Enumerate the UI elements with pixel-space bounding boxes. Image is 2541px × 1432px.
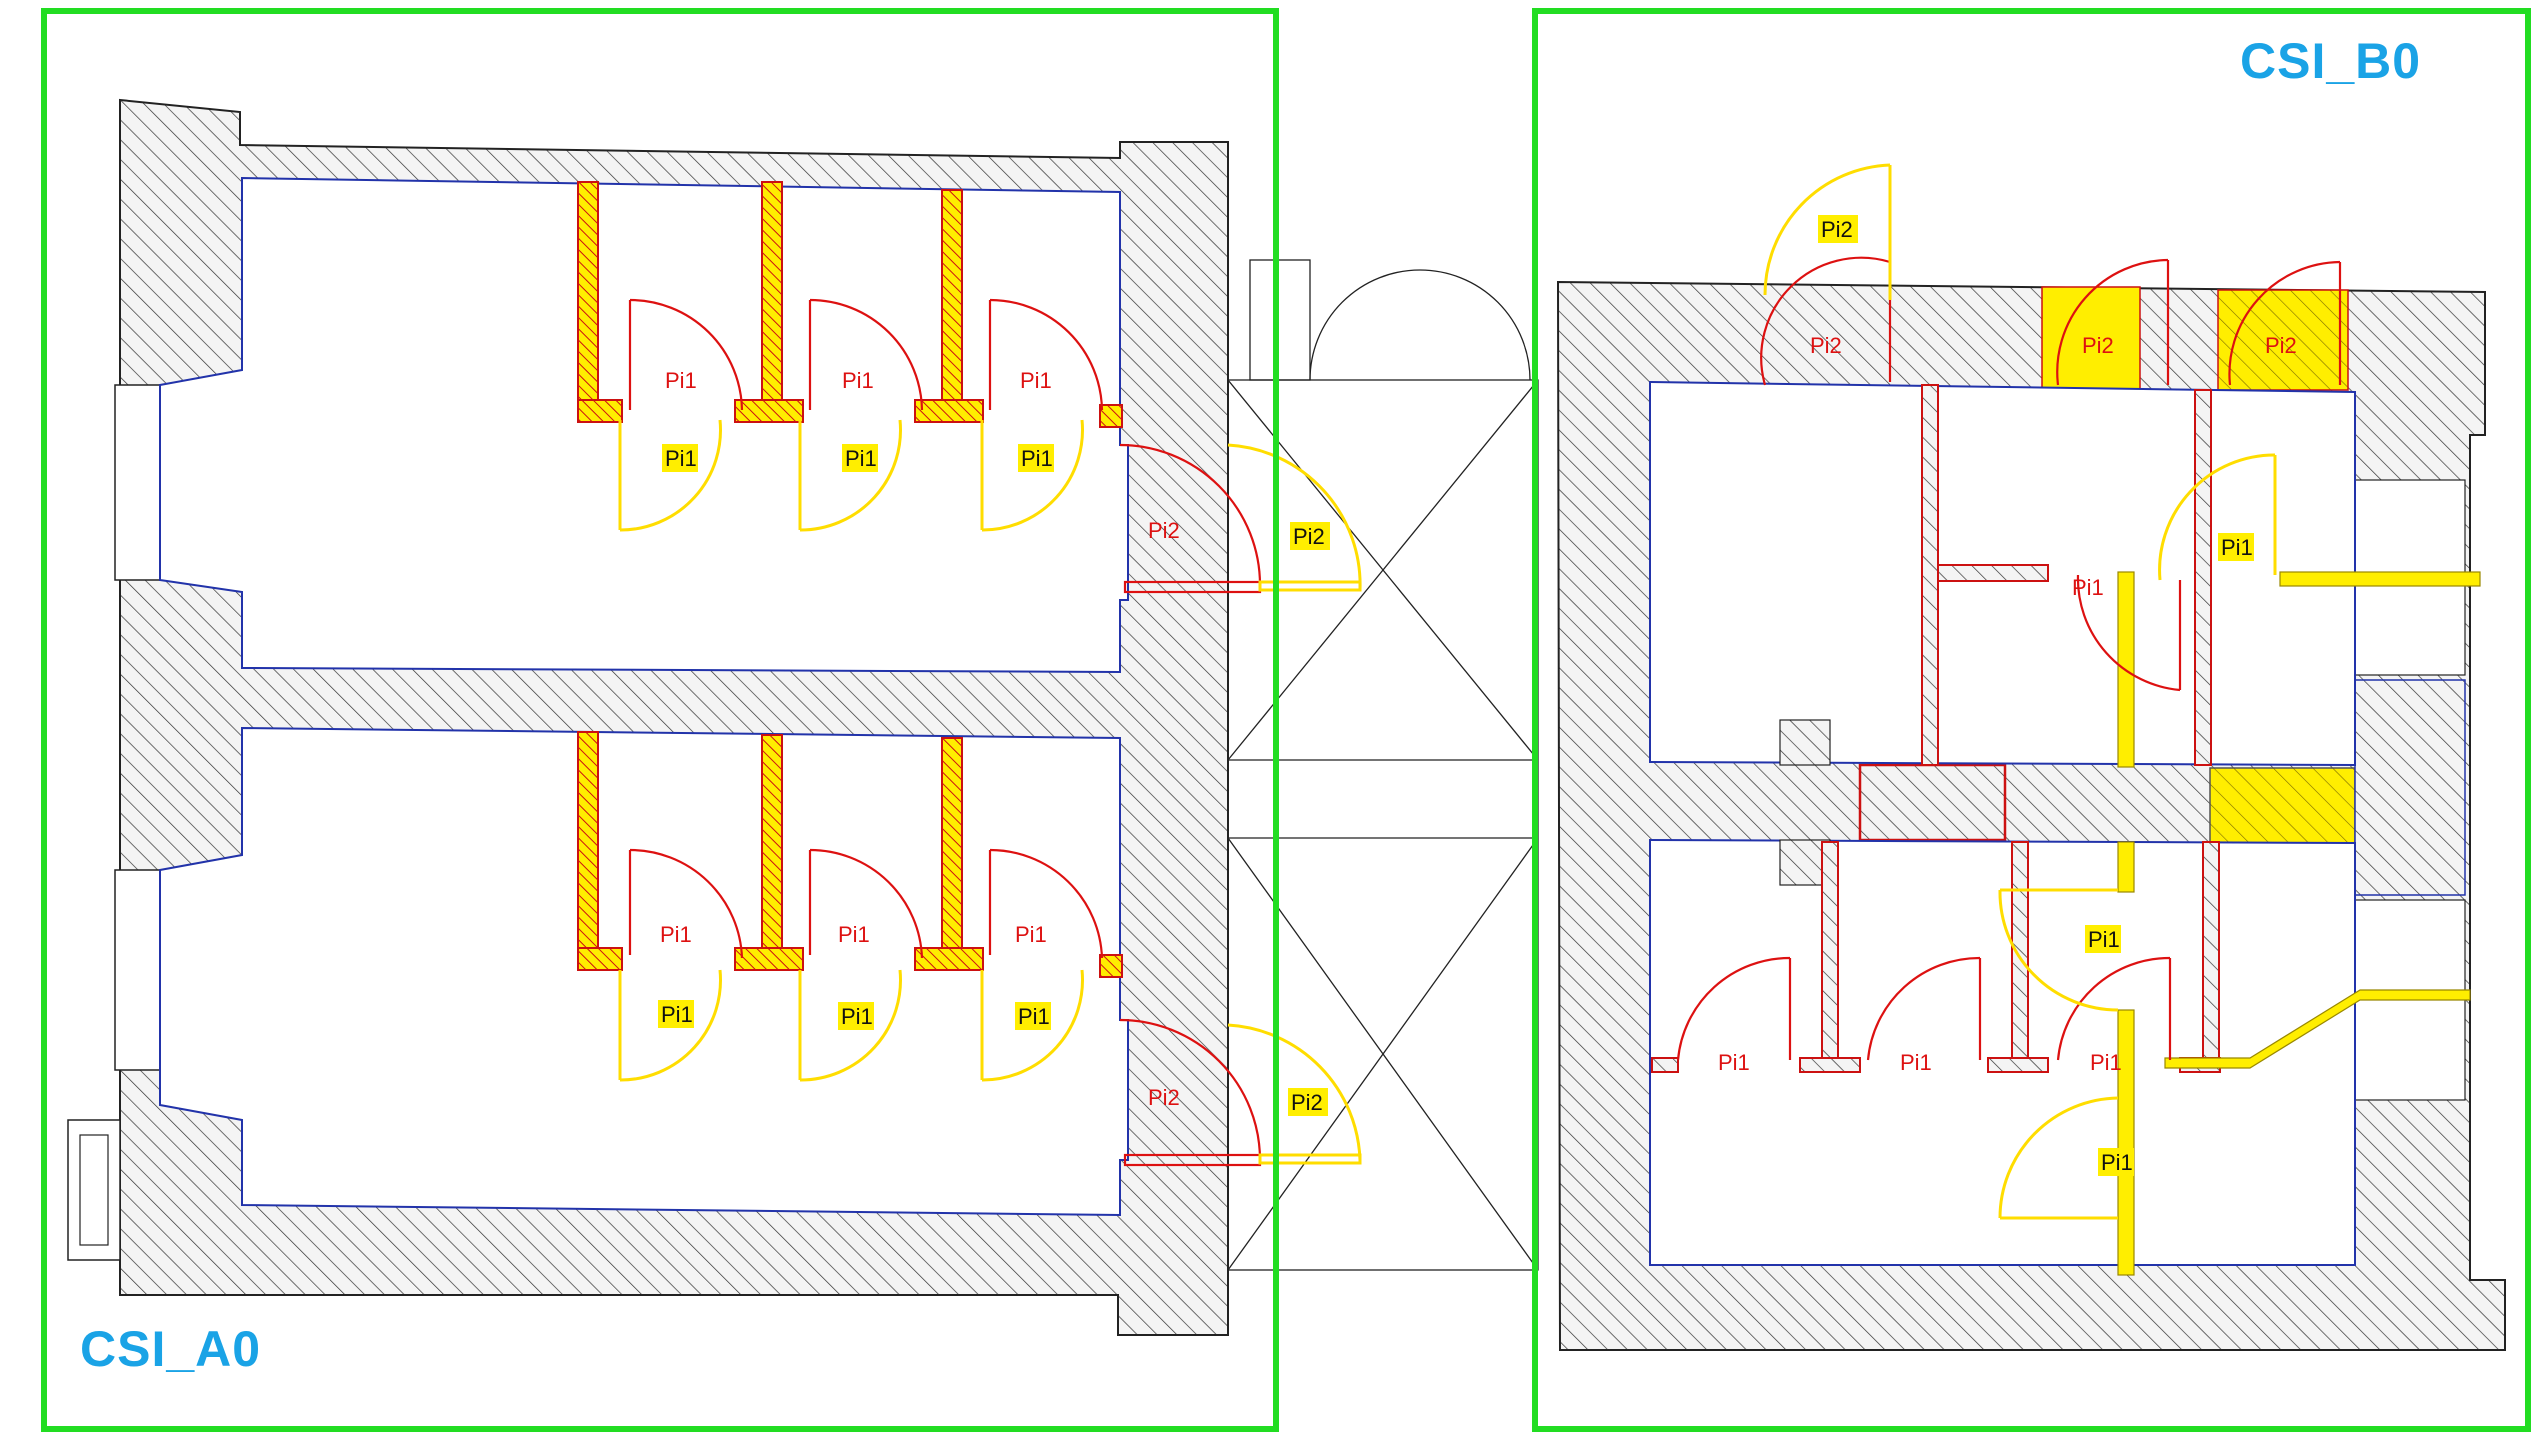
room-label-b-l2: Pi1 (1900, 1050, 1932, 1075)
building-b0: Pi2 Pi2 Pi2 Pi1 Pi1 Pi1 Pi1 Pi2 Pi1 Pi1 … (1556, 163, 2506, 1351)
svg-text:Pi1: Pi1 (1018, 1004, 1050, 1029)
room-label-a-u-pi2: Pi2 (1148, 518, 1180, 543)
room-label-b-pi2-3: Pi2 (2265, 333, 2297, 358)
room-label-a-l3: Pi1 (1015, 922, 1047, 947)
fire-labels-a0: Pi1 Pi1 Pi1 Pi2 Pi1 Pi1 Pi1 Pi2 (658, 444, 1330, 1116)
svg-text:Pi1: Pi1 (845, 446, 877, 471)
room-label-b-l1: Pi1 (1718, 1050, 1750, 1075)
room-label-a-l2: Pi1 (838, 922, 870, 947)
room-label-b-l3: Pi1 (2090, 1050, 2122, 1075)
svg-text:Pi2: Pi2 (1291, 1090, 1323, 1115)
room-label-b-pi2-2: Pi2 (2082, 333, 2114, 358)
room-label-b-pi2-1: Pi2 (1810, 333, 1842, 358)
zone-b0-border (1532, 8, 2531, 1432)
lower-cubicles (577, 731, 1362, 1167)
room-label-a-l1: Pi1 (660, 922, 692, 947)
fire-labels-b0: Pi2 Pi1 Pi1 Pi1 (1818, 215, 2254, 1176)
svg-text:Pi1: Pi1 (2088, 927, 2120, 952)
zone-a0-border (41, 8, 1279, 1432)
building-a0: Pi1 Pi1 Pi1 Pi2 Pi1 Pi1 Pi1 Pi2 Pi1 Pi1 … (67, 98, 1362, 1336)
svg-text:Pi1: Pi1 (841, 1004, 873, 1029)
zone-b0-title: CSI_B0 (2240, 33, 2422, 89)
svg-text:Pi1: Pi1 (2221, 535, 2253, 560)
svg-text:Pi2: Pi2 (1821, 217, 1853, 242)
corridor (1227, 259, 1539, 1271)
zone-a0-title: CSI_A0 (80, 1321, 262, 1377)
room-label-a-u2: Pi1 (842, 368, 874, 393)
svg-text:Pi2: Pi2 (1293, 524, 1325, 549)
upper-cubicles (577, 181, 1362, 594)
room-label-a-l-pi2: Pi2 (1148, 1085, 1180, 1110)
room-label-b-u-pi1: Pi1 (2072, 575, 2104, 600)
room-label-a-u3: Pi1 (1020, 368, 1052, 393)
room-label-a-u1: Pi1 (665, 368, 697, 393)
svg-text:Pi1: Pi1 (665, 446, 697, 471)
svg-text:Pi1: Pi1 (1021, 446, 1053, 471)
svg-text:Pi1: Pi1 (661, 1002, 693, 1027)
svg-text:Pi1: Pi1 (2101, 1150, 2133, 1175)
